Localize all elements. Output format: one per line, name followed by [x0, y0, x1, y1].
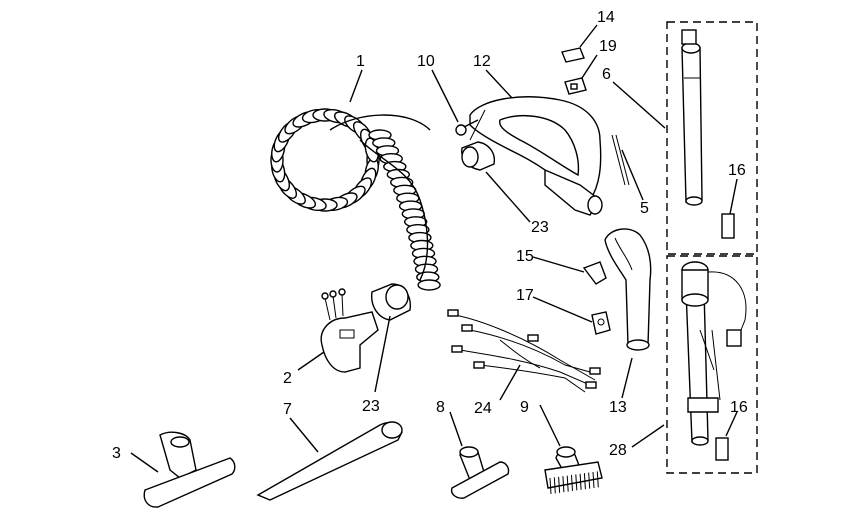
brush-bristle	[596, 471, 599, 488]
callout-8: 8	[436, 399, 445, 416]
brush-bristle	[558, 476, 561, 493]
callout-23-upper: 23	[531, 219, 549, 236]
callout-17: 17	[516, 287, 534, 304]
hose-icon	[270, 108, 441, 291]
hose-ring	[417, 279, 441, 291]
screw-icon	[455, 119, 479, 136]
callout-23-lower: 23	[362, 398, 380, 415]
callout-7: 7	[283, 401, 292, 418]
hose-handle-icon	[469, 96, 603, 216]
callout-16-upper: 16	[728, 162, 746, 179]
brush-bristle	[571, 474, 573, 492]
callout-28: 28	[609, 442, 627, 459]
callout-15: 15	[516, 248, 534, 265]
upholstery-tool-icon	[450, 446, 510, 499]
fitting-17-icon	[591, 311, 611, 335]
clip-icon	[561, 47, 585, 63]
lower-wand-box	[666, 255, 758, 474]
callout-13: 13	[609, 399, 627, 416]
callout-3: 3	[112, 445, 121, 462]
clip-15-icon	[582, 261, 607, 285]
callout-10: 10	[417, 53, 435, 70]
callout-14: 14	[597, 9, 615, 26]
elbow-tube-icon	[604, 228, 652, 351]
callout-19: 19	[599, 38, 617, 55]
brush-tool-icon	[544, 446, 603, 495]
floor-tool-icon	[143, 431, 236, 508]
callout-5: 5	[640, 200, 649, 217]
callout-labels: 1 10 12 14 19 6 5 23 16 15 17 2 23 24 13…	[112, 9, 748, 462]
brush-bristle	[549, 477, 552, 495]
brush-bristle	[575, 474, 578, 491]
brush-bristle	[553, 477, 556, 494]
callout-12: 12	[473, 53, 491, 70]
callout-9: 9	[520, 399, 529, 416]
brush-bristle	[588, 472, 591, 489]
callout-24: 24	[474, 400, 492, 417]
callout-2: 2	[283, 370, 292, 387]
hose-cuff-icon	[371, 283, 411, 321]
crevice-tool-icon	[256, 421, 403, 501]
brush-bristle	[562, 476, 565, 493]
brush-bristle	[566, 475, 569, 492]
brush-bristle	[592, 471, 595, 489]
connector-plug-icon	[320, 288, 379, 373]
callout-16-lower: 16	[730, 399, 748, 416]
wire-harness-icon	[447, 309, 601, 393]
connector-sleeve-icon	[461, 141, 496, 171]
brush-bristle	[583, 473, 586, 490]
callout-1: 1	[356, 53, 365, 70]
brush-bristle	[579, 473, 582, 490]
leader-lines	[130, 24, 738, 473]
upper-wand-box	[666, 21, 758, 255]
callout-6: 6	[602, 66, 611, 83]
latch-icon	[564, 77, 587, 95]
spring-icon	[611, 134, 630, 186]
